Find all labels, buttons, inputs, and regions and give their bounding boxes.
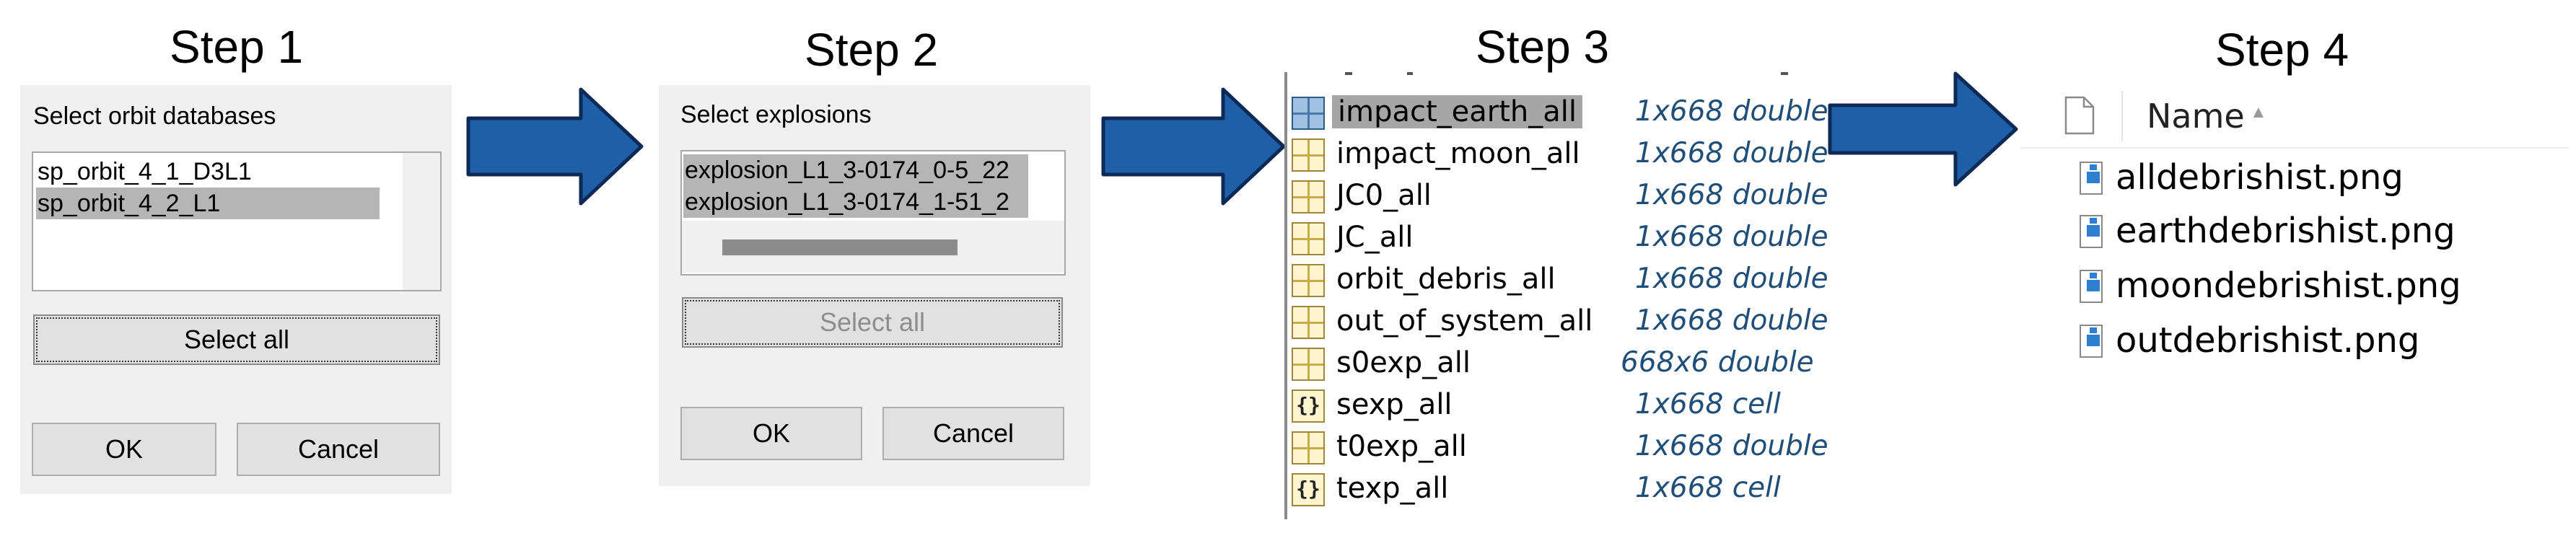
file-name: earthdebrishist.png (2116, 211, 2455, 251)
matrix-icon (1292, 431, 1325, 464)
vertical-scrollbar[interactable] (403, 153, 440, 290)
variable-value: 1x668 double (1635, 179, 1828, 211)
scrollbar-thumb[interactable] (722, 239, 958, 255)
matrix-icon (1292, 97, 1325, 130)
variable-value: 668x6 double (1621, 346, 1814, 379)
name-column-header[interactable]: Name (2147, 97, 2245, 136)
ok-button[interactable]: OK (680, 407, 862, 460)
sort-ascending-icon: ▲ (2250, 102, 2267, 122)
dialog-label: Select orbit databases (33, 102, 276, 130)
list-item[interactable]: sp_orbit_4_1_D3L1 (38, 158, 252, 185)
file-row[interactable]: alldebrishist.png (2078, 157, 2511, 201)
variable-row[interactable]: out_of_system_all 1x668 double (1292, 303, 1869, 345)
variable-row[interactable]: impact_moon_all 1x668 double (1292, 136, 1869, 177)
png-file-icon (2080, 215, 2103, 248)
cell-icon: {} (1292, 473, 1325, 506)
arrow-right-icon (1827, 68, 2022, 190)
png-file-icon (2080, 162, 2103, 195)
variable-name: out_of_system_all (1336, 304, 1593, 338)
matrix-icon (1292, 348, 1325, 381)
arrow-right-icon (1100, 85, 1288, 208)
matrix-icon (1292, 222, 1325, 255)
matrix-icon (1292, 264, 1325, 297)
variable-value: 1x668 double (1635, 137, 1828, 169)
variable-value: 1x668 double (1635, 95, 1828, 128)
workspace-panel: impact_earth_all 1x668 double impact_moo… (1284, 72, 1891, 546)
variable-name: orbit_debris_all (1336, 263, 1556, 296)
select-all-button[interactable]: Select all (33, 314, 440, 365)
orbit-database-dialog: Select orbit databases sp_orbit_4_1_D3L1… (20, 85, 452, 494)
orbit-database-listbox[interactable]: sp_orbit_4_1_D3L1 sp_orbit_4_2_L1 (32, 151, 442, 291)
png-file-icon (2080, 325, 2103, 358)
file-name: alldebrishist.png (2116, 157, 2404, 198)
matrix-icon (1292, 180, 1325, 213)
explosion-dialog: Select explosions explosion_L1_3-0174_0-… (659, 85, 1090, 486)
header-divider (2020, 147, 2569, 149)
step-4-title: Step 4 (2215, 24, 2349, 76)
file-row[interactable]: moondebrishist.png (2078, 265, 2511, 309)
explosion-listbox[interactable]: explosion_L1_3-0174_0-5_22 explosion_L1_… (680, 150, 1066, 276)
variable-row[interactable]: orbit_debris_all 1x668 double (1292, 261, 1869, 303)
variable-row[interactable]: {} sexp_all 1x668 cell (1292, 387, 1869, 428)
variable-name: texp_all (1336, 472, 1449, 505)
step-2-title: Step 2 (805, 24, 939, 76)
list-item-selected[interactable]: explosion_L1_3-0174_1-51_2 (683, 186, 1028, 218)
clipped-row-fragment (1313, 72, 1862, 87)
file-row[interactable]: earthdebrishist.png (2078, 211, 2511, 254)
variable-value: 1x668 cell (1635, 472, 1781, 504)
variable-row[interactable]: s0exp_all 668x6 double (1292, 345, 1869, 387)
variable-row[interactable]: JC_all 1x668 double (1292, 219, 1869, 261)
list-item-selected[interactable]: explosion_L1_3-0174_0-5_22 (683, 154, 1028, 186)
step-3-title: Step 3 (1476, 21, 1610, 73)
variable-name: JC_all (1336, 221, 1414, 254)
variable-value: 1x668 double (1635, 304, 1828, 337)
variable-name: JC0_all (1336, 179, 1432, 212)
variable-value: 1x668 double (1635, 430, 1828, 462)
file-row[interactable]: outdebrishist.png (2078, 320, 2511, 364)
variable-value: 1x668 double (1635, 221, 1828, 253)
ok-button[interactable]: OK (32, 423, 216, 476)
step-1-title: Step 1 (170, 21, 304, 73)
png-file-icon (2080, 270, 2103, 303)
column-divider[interactable] (2121, 91, 2123, 141)
cell-icon: {} (1292, 389, 1325, 423)
variable-name: impact_moon_all (1336, 137, 1580, 170)
variable-row[interactable]: impact_earth_all 1x668 double (1292, 94, 1869, 136)
file-explorer-panel: Name ▲ alldebrishist.png earthdebrishist… (2020, 87, 2569, 389)
variable-value: 1x668 double (1635, 263, 1828, 295)
file-name: outdebrishist.png (2116, 320, 2420, 361)
variable-name: t0exp_all (1336, 430, 1467, 463)
variable-name: impact_earth_all (1332, 95, 1582, 128)
variable-value: 1x668 cell (1635, 388, 1781, 420)
variable-row[interactable]: JC0_all 1x668 double (1292, 177, 1869, 219)
list-item-selected[interactable]: sp_orbit_4_2_L1 (36, 188, 380, 219)
variable-row[interactable]: {} texp_all 1x668 cell (1292, 470, 1869, 512)
variable-name: sexp_all (1336, 388, 1453, 421)
dialog-label: Select explosions (680, 101, 872, 128)
file-name: moondebrishist.png (2116, 265, 2461, 306)
horizontal-scrollbar[interactable] (682, 221, 1064, 273)
file-type-header-icon[interactable] (2064, 95, 2095, 136)
matrix-icon (1292, 306, 1325, 339)
variable-name: s0exp_all (1336, 346, 1471, 379)
select-all-button[interactable]: Select all (682, 297, 1063, 348)
panel-border (1284, 72, 1287, 519)
cancel-button[interactable]: Cancel (882, 407, 1064, 460)
variable-row[interactable]: t0exp_all 1x668 double (1292, 428, 1869, 470)
arrow-right-icon (465, 85, 646, 208)
matrix-icon (1292, 138, 1325, 172)
cancel-button[interactable]: Cancel (237, 423, 440, 476)
